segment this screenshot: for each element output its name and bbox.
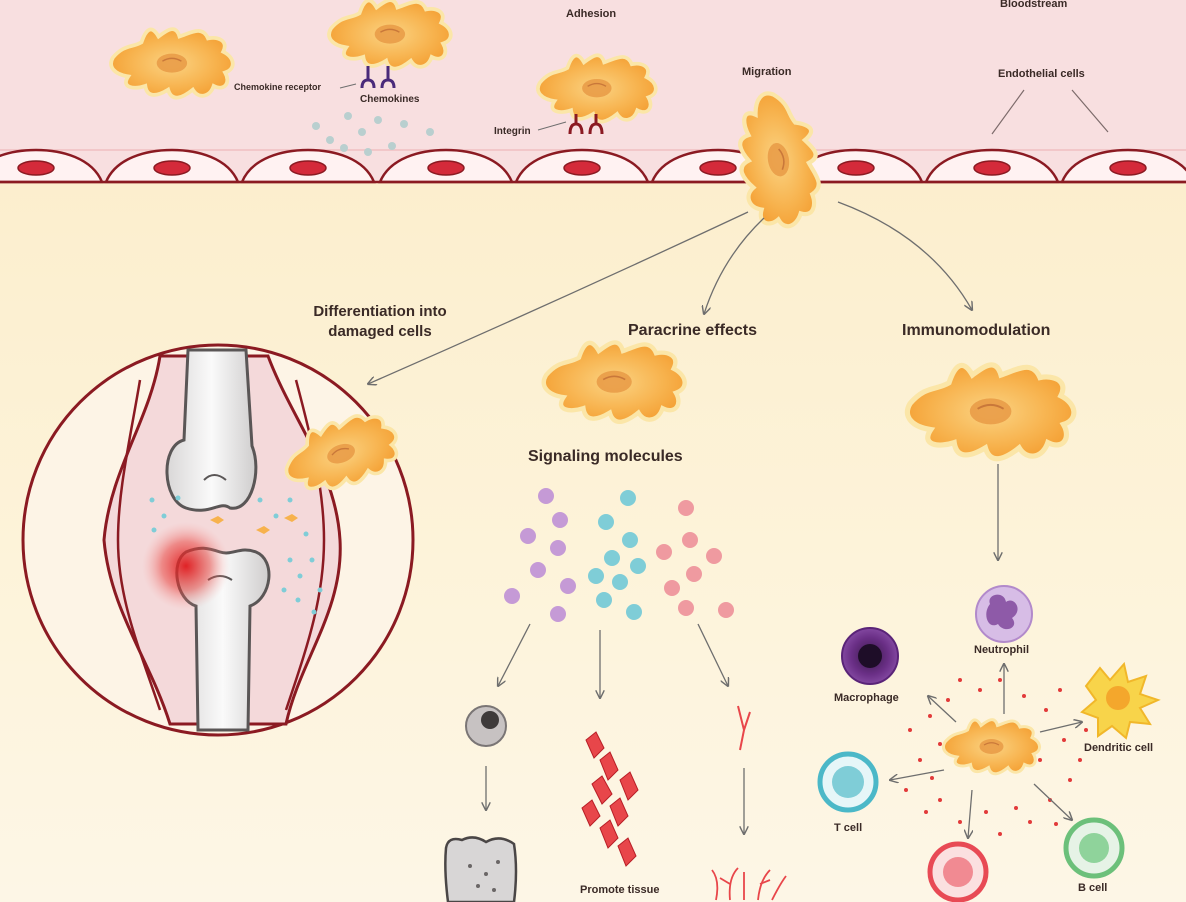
arrow-to-paracrine xyxy=(704,217,765,314)
differentiation-label: Differentiation into damaged cells xyxy=(313,303,447,340)
signaling-dots-pink xyxy=(656,500,734,618)
chemokines-label: Chemokines xyxy=(360,94,420,105)
bone-block xyxy=(444,836,518,902)
promote-tissue-label: Promote tissue xyxy=(580,884,660,896)
macrophage-cell xyxy=(841,627,899,685)
neutrophil-label: Neutrophil xyxy=(974,644,1029,656)
chemokine-receptor xyxy=(360,66,396,89)
endothelium xyxy=(0,148,1186,184)
stem-cell xyxy=(465,705,507,747)
immunomodulation-label: Immunomodulation xyxy=(902,322,1051,339)
bcell-label: B cell xyxy=(1078,882,1108,894)
integrin xyxy=(568,114,604,135)
paracrine-msc xyxy=(544,342,685,421)
bloodstream-label: Bloodstream xyxy=(1000,0,1068,10)
adhesion-label: Adhesion xyxy=(566,8,617,20)
cytokine-dots xyxy=(904,678,1088,836)
arrow-to-immunomodulation xyxy=(837,201,972,310)
macrophage-label: Macrophage xyxy=(834,692,899,704)
b-cell xyxy=(1063,817,1125,879)
arrow-to-differentiation xyxy=(368,211,749,384)
signaling-label: Signaling molecules xyxy=(528,448,683,465)
dendritic-cell xyxy=(1080,661,1161,740)
central-msc xyxy=(941,718,1042,776)
vessel-network xyxy=(711,867,787,901)
migration-label: Migration xyxy=(742,66,792,78)
red-lymphocyte xyxy=(927,841,989,902)
muscle-tissue xyxy=(581,731,639,867)
neutrophil-cell xyxy=(975,585,1033,643)
integrin-label: Integrin xyxy=(494,126,531,137)
chemokine-dots xyxy=(312,112,434,156)
joint-illustration xyxy=(21,343,415,737)
tcell-label: T cell xyxy=(834,822,863,834)
immuno-msc xyxy=(907,365,1074,459)
endothelial-label: Endothelial cells xyxy=(998,68,1085,80)
dendritic-label: Dendritic cell xyxy=(1084,742,1154,754)
paracrine-label: Paracrine effects xyxy=(628,322,757,339)
signaling-dots-cyan xyxy=(588,490,646,620)
vessel-sprout xyxy=(737,705,751,751)
chemokine-receptor-label: Chemokine receptor xyxy=(234,82,322,92)
signaling-dots-purple xyxy=(504,488,576,622)
t-cell xyxy=(817,751,879,813)
